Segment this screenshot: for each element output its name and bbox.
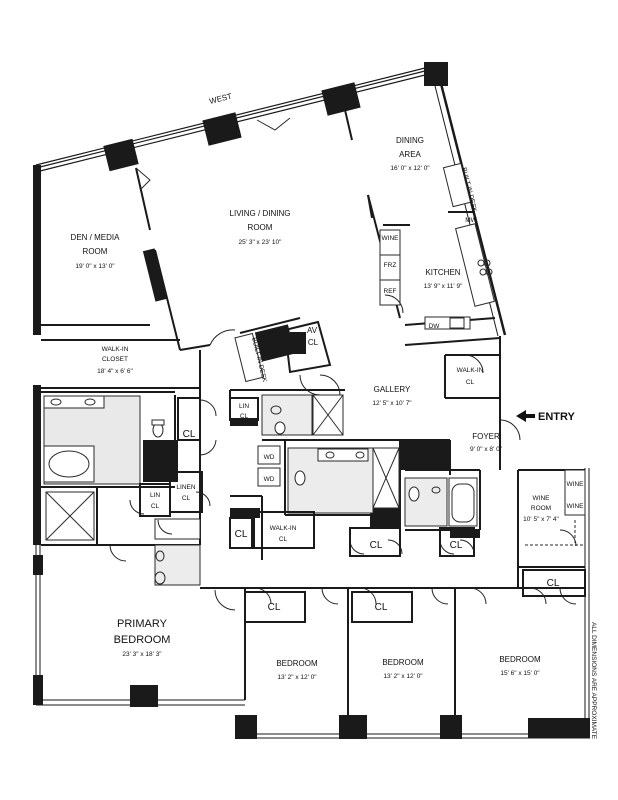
dishwasher-label: DW	[429, 323, 441, 330]
left-exterior-wall	[33, 385, 41, 545]
wine-fridge-label: WINE	[382, 235, 400, 242]
wine-label: WINE	[567, 481, 585, 488]
closet-label: CL	[450, 540, 463, 551]
left-exterior-wall	[33, 555, 43, 575]
dimensions-disclaimer: ALL DIMENSIONS ARE APPROXIMATE	[590, 622, 597, 740]
column	[235, 715, 257, 739]
walkin-closet-dims: 18' 4" x 6' 6"	[97, 368, 133, 375]
primary-name-2: BEDROOM	[114, 634, 171, 646]
living-dims: 25' 3" x 23' 10"	[239, 239, 283, 246]
column	[424, 62, 448, 86]
primary-name-1: PRIMARY	[117, 618, 168, 630]
walkin-cl-label: WALK-IN	[457, 367, 484, 374]
column	[339, 715, 367, 739]
dining-dims: 16' 0" x 12' 0"	[390, 165, 430, 172]
column	[440, 715, 462, 739]
left-exterior-wall	[33, 165, 41, 335]
walkin-closet-name-1: WALK-IN	[102, 346, 129, 353]
washer-dryer-label: WD	[264, 476, 275, 483]
dining-name-2: AREA	[399, 150, 421, 159]
den-name-2: ROOM	[83, 247, 108, 256]
compass-label: WEST	[208, 92, 233, 106]
walkin-cl-label: CL	[466, 379, 475, 386]
microwave-label: MW	[465, 217, 477, 224]
foyer-dims: 9' 0" x 8' 0"	[470, 446, 503, 453]
linen-closet-label: LIN	[150, 492, 160, 499]
column	[321, 82, 361, 116]
linen-closet-label: CL	[240, 413, 249, 420]
wine-room-dims: 10' 5" x 7' 4"	[523, 516, 559, 523]
fixtures	[43, 117, 586, 586]
right-window	[584, 468, 590, 738]
bedroom3-dims: 13' 2" x 12' 0"	[383, 673, 423, 680]
column	[202, 112, 242, 146]
closet-label: CL	[183, 429, 196, 440]
bedroom2-dims: 13' 2" x 12' 0"	[277, 674, 317, 681]
column	[130, 685, 158, 707]
den-name-1: DEN / MEDIA	[71, 233, 121, 242]
closet-outlines	[139, 320, 586, 623]
closet-label: CL	[370, 540, 383, 551]
refrigerator-label: REF	[384, 288, 397, 295]
closet-label: CL	[547, 578, 560, 589]
closet-label: CL	[235, 529, 248, 540]
dining-name-1: DINING	[396, 136, 424, 145]
exterior-walls	[33, 62, 590, 739]
kitchen-name: KITCHEN	[425, 268, 460, 277]
bedroom4-name: BEDROOM	[499, 655, 541, 664]
living-name-2: ROOM	[248, 223, 273, 232]
walkin-closet-name-2: CLOSET	[102, 356, 128, 363]
foyer-name: FOYER	[472, 432, 500, 441]
walkin-cl-label: CL	[279, 536, 288, 543]
wine-label: WINE	[567, 503, 585, 510]
wine-room-name-2: ROOM	[531, 505, 551, 512]
left-exterior-wall	[33, 675, 43, 705]
bedroom4-dims: 15' 6" x 15' 0"	[500, 670, 540, 677]
av-closet-label: AV	[307, 326, 318, 335]
closet-label: CL	[375, 602, 388, 613]
entry-arrow-icon	[516, 410, 535, 422]
linen-closet-label: LIN	[239, 403, 249, 410]
closet-label: CL	[268, 602, 281, 613]
door-swings	[109, 294, 577, 611]
linen-closet-label: CL	[151, 503, 160, 510]
washer-dryer-label: WD	[264, 454, 275, 461]
bedroom3-name: BEDROOM	[382, 658, 424, 667]
av-closet-cl-label: CL	[308, 338, 319, 347]
column	[528, 718, 590, 738]
entry-label: ENTRY	[538, 411, 576, 423]
linen-closet-label: CL	[182, 495, 191, 502]
primary-dims: 23' 3" x 18' 3"	[122, 651, 162, 658]
wine-room-name-1: WINE	[533, 495, 551, 502]
linen-closet-label: LINEN	[176, 484, 195, 491]
den-dims: 19' 0" x 13' 0"	[75, 263, 115, 270]
freezer-label: FRZ	[384, 262, 397, 269]
bedroom2-name: BEDROOM	[276, 659, 318, 668]
column	[103, 138, 139, 172]
gallery-name: GALLERY	[374, 385, 411, 394]
walkin-cl-label: WALK-IN	[270, 525, 297, 532]
living-name-1: LIVING / DINING	[230, 209, 291, 218]
kitchen-dims: 13' 9" x 11' 9"	[424, 283, 463, 290]
kitchen-exterior-wall	[435, 67, 507, 336]
gallery-dims: 12' 5" x 10' 7"	[372, 400, 412, 407]
